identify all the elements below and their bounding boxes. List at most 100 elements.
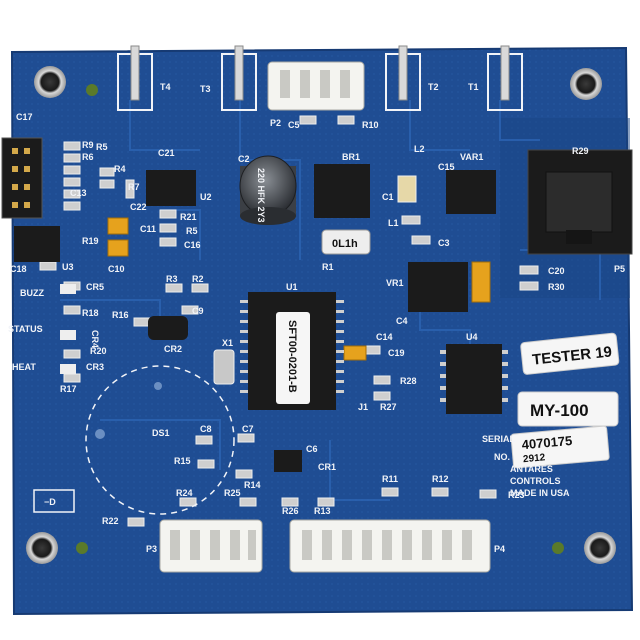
silk-r29: R29	[572, 146, 589, 156]
tantalum-cap-c11	[107, 217, 129, 235]
silk-p3: P3	[146, 544, 157, 554]
silk-u3: U3	[62, 262, 74, 272]
silk-ds1: DS1	[152, 428, 170, 438]
green-via-top	[86, 84, 98, 96]
inductor-r1	[321, 229, 371, 255]
silk-r11: R11	[382, 474, 398, 484]
left-header-connector	[1, 137, 43, 219]
green-via-bottom-left	[76, 542, 88, 554]
silk-r12: R12	[432, 474, 449, 484]
minus-d-box	[33, 489, 75, 513]
silk-x1: X1	[222, 338, 233, 348]
silk-r23: R23	[508, 490, 525, 500]
mount-hole-top-left	[34, 66, 66, 98]
silk-t3: T3	[200, 84, 211, 94]
silk-status: STATUS	[8, 324, 43, 334]
inductor-mark: 0L1h	[332, 238, 358, 250]
ds1-outline	[85, 365, 235, 515]
varistor-var1	[446, 170, 496, 214]
silk-c3: C3	[438, 238, 450, 248]
silk-r6: R6	[82, 152, 94, 162]
silk-serial: SERIAL	[482, 434, 516, 444]
serial-sticker: 4070175 2912	[510, 425, 610, 469]
silk-c10: C10	[108, 264, 125, 274]
silk-r24: R24	[176, 488, 193, 498]
silk-r7: R7	[128, 182, 140, 192]
silk-minus-d: −D	[44, 497, 56, 507]
silk-br1: BR1	[342, 152, 360, 162]
silk-c14: C14	[376, 332, 393, 342]
silk-r15: R15	[174, 456, 191, 466]
silk-r17: R17	[60, 384, 77, 394]
silk-r1: R1	[322, 262, 334, 272]
ic-u3	[14, 226, 60, 262]
silk-c13: C13	[70, 188, 87, 198]
mount-hole-bottom-right	[584, 532, 616, 564]
mount-hole-bottom-left	[26, 532, 58, 564]
silk-c6: C6	[306, 444, 318, 454]
regulator-vr1	[408, 262, 468, 312]
silk-controls: CONTROLS	[510, 476, 561, 486]
crystal-x1	[213, 349, 235, 385]
serial-sticker-sub: 2912	[523, 452, 547, 465]
silk-r14: R14	[244, 480, 261, 490]
silk-t2: T2	[428, 82, 439, 92]
silk-r16: R16	[112, 310, 129, 320]
p2-connector-pins	[280, 70, 350, 98]
tester-sticker: TESTER 19	[520, 332, 620, 375]
silk-c7: C7	[242, 424, 254, 434]
silk-r2: R2	[192, 274, 204, 284]
silk-r27: R27	[380, 402, 397, 412]
green-via-bottom-right	[552, 542, 564, 554]
silk-r9: R9	[82, 140, 94, 150]
silk-p2: P2	[270, 118, 281, 128]
silk-c21: C21	[158, 148, 175, 158]
silkscreen-labels: T4 T3 T2 T1 P2 C5 R10 C17 R9 R6 R5 C21 R…	[8, 82, 625, 554]
transistor-cr1	[274, 450, 302, 472]
silk-r5b: R5	[186, 226, 198, 236]
silk-u1: U1	[286, 282, 298, 292]
silk-r13: R13	[314, 506, 331, 516]
silk-p5: P5	[614, 264, 625, 274]
transistor-cr2	[148, 316, 188, 340]
left-header-pins	[12, 148, 30, 208]
ds1-center-hole	[154, 382, 162, 390]
silk-c17: C17	[16, 112, 33, 122]
terminal-pins	[130, 45, 510, 101]
model-sticker: MY-100	[517, 391, 619, 427]
silk-made-in-usa: MADE IN USA	[510, 488, 570, 498]
silk-c5: C5	[288, 120, 300, 130]
u1-pins	[240, 300, 344, 393]
electrolytic-cap-base	[240, 207, 296, 225]
mount-hole-top-right	[570, 68, 602, 100]
silk-u2: U2	[200, 192, 212, 202]
led-cr4	[60, 330, 76, 340]
silk-cr2: CR2	[164, 344, 182, 354]
silk-r10: R10	[362, 120, 379, 130]
silk-c1: C1	[382, 192, 394, 202]
silk-r22: R22	[102, 516, 119, 526]
ds1-hole	[95, 429, 105, 439]
rj-jack-opening	[545, 171, 613, 233]
silk-r5: R5	[96, 142, 108, 152]
u4-pins	[440, 350, 508, 402]
silk-r30: R30	[548, 282, 565, 292]
ic-u1-label-text: SFT00-0201-B	[286, 320, 298, 393]
silk-c4: C4	[396, 316, 408, 326]
silk-c11: C11	[140, 224, 156, 234]
silk-r4: R4	[114, 164, 126, 174]
p4-connector-pins	[302, 530, 472, 560]
model-sticker-text: MY-100	[530, 401, 589, 420]
silk-c8: C8	[200, 424, 212, 434]
p3-connector-pins	[170, 530, 256, 560]
electrolytic-cap-text: 220 HFK 2Y3	[256, 168, 266, 223]
silk-r18: R18	[82, 308, 99, 318]
bridge-rectifier-br1	[314, 164, 370, 218]
silk-r19: R19	[82, 236, 99, 246]
silk-var1: VAR1	[460, 152, 483, 162]
silk-c16: C16	[184, 240, 201, 250]
silk-cr4: CR4	[90, 330, 100, 348]
silk-p4: P4	[494, 544, 505, 554]
silk-t4: T4	[160, 82, 171, 92]
